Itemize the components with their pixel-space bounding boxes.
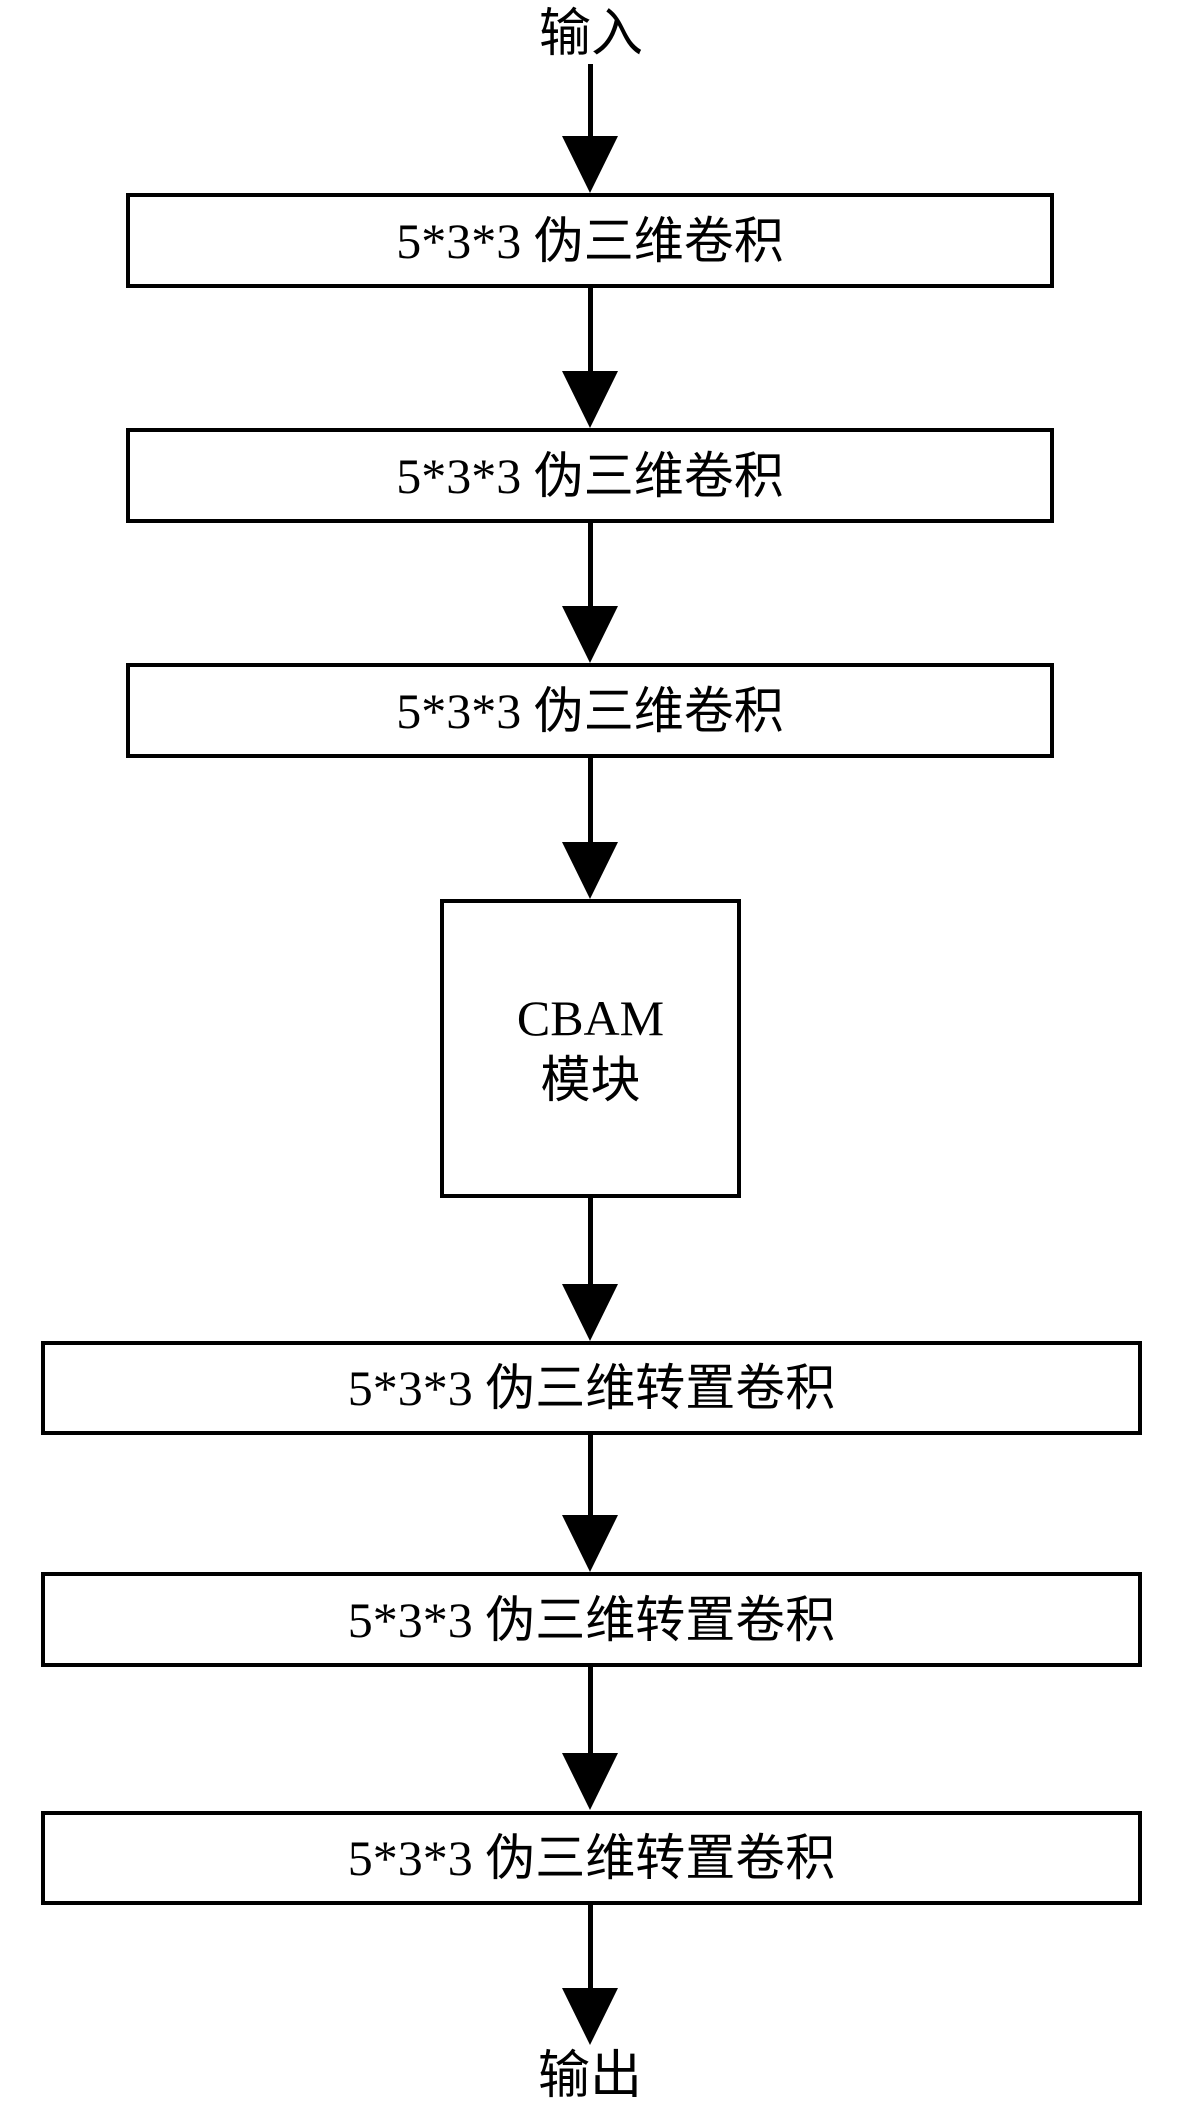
arrow-down-icon — [562, 1515, 618, 1572]
conv-box-3-label: 5*3*3 伪三维卷积 — [396, 682, 784, 739]
cbam-box: CBAM 模块 — [440, 899, 741, 1198]
deconv-box-3: 5*3*3 伪三维转置卷积 — [41, 1811, 1142, 1905]
flow-arrow-shaft — [588, 523, 593, 610]
conv-box-1: 5*3*3 伪三维卷积 — [126, 193, 1054, 288]
arrow-down-icon — [562, 1284, 618, 1341]
arrow-down-icon — [562, 136, 618, 193]
cbam-box-label-line1: CBAM — [516, 989, 665, 1046]
conv-box-2: 5*3*3 伪三维卷积 — [126, 428, 1054, 523]
conv-box-3: 5*3*3 伪三维卷积 — [126, 663, 1054, 758]
arrow-down-icon — [562, 1988, 618, 2045]
flow-arrow-shaft — [588, 758, 593, 845]
deconv-box-3-label: 5*3*3 伪三维转置卷积 — [347, 1830, 836, 1886]
flow-arrow-shaft — [588, 288, 593, 375]
flow-arrow-shaft — [588, 1198, 593, 1286]
flow-arrow-shaft — [588, 1905, 593, 1991]
cbam-box-label-line2: 模块 — [540, 1051, 641, 1108]
flow-arrow-shaft — [588, 64, 593, 144]
arrow-down-icon — [562, 1753, 618, 1810]
deconv-box-1-label: 5*3*3 伪三维转置卷积 — [347, 1360, 836, 1416]
deconv-box-1: 5*3*3 伪三维转置卷积 — [41, 1341, 1142, 1435]
conv-box-1-label: 5*3*3 伪三维卷积 — [396, 212, 784, 269]
conv-box-2-label: 5*3*3 伪三维卷积 — [396, 447, 784, 504]
input-label: 输入 — [538, 6, 643, 63]
flow-arrow-shaft — [588, 1435, 593, 1519]
arrow-down-icon — [562, 606, 618, 663]
deconv-box-2: 5*3*3 伪三维转置卷积 — [41, 1572, 1142, 1667]
arrow-down-icon — [562, 842, 618, 899]
deconv-box-2-label: 5*3*3 伪三维转置卷积 — [347, 1591, 836, 1648]
arrow-down-icon — [562, 371, 618, 428]
output-label: 输出 — [537, 2048, 642, 2105]
flow-arrow-shaft — [588, 1667, 593, 1755]
